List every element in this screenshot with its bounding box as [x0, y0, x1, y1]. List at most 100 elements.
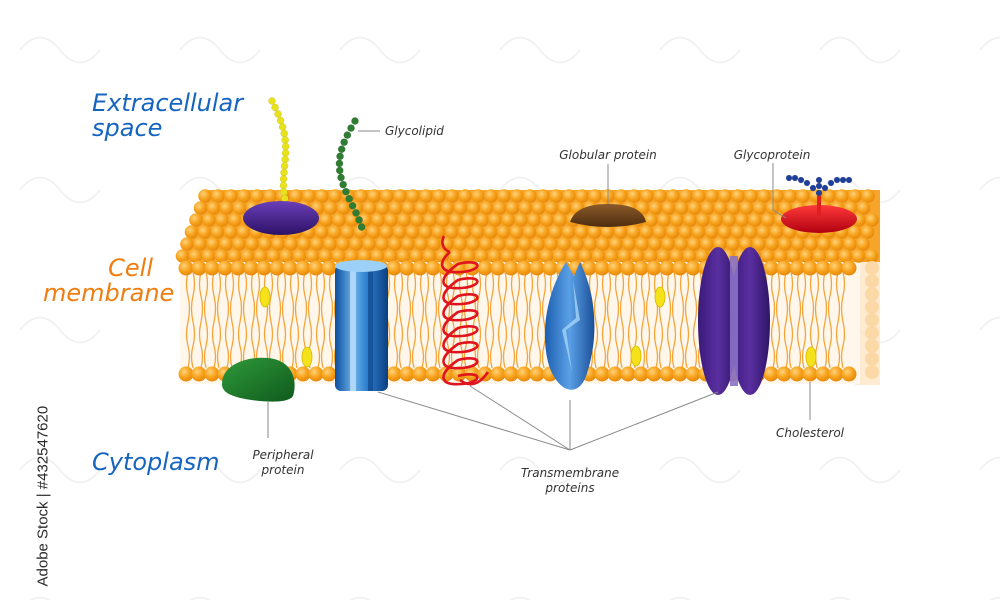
- lipid-head: [425, 366, 441, 382]
- lipid-head: [549, 189, 563, 203]
- lipid-head: [323, 201, 338, 215]
- lipid-head: [336, 201, 351, 215]
- lipid-head: [323, 237, 337, 251]
- lipid-head: [630, 249, 645, 263]
- lipid-tail: [510, 271, 516, 323]
- lipid-head: [633, 260, 649, 276]
- lipid-tail: [320, 321, 326, 369]
- lipid-head: [588, 189, 602, 203]
- lipid-head: [191, 366, 207, 382]
- lipid-head: [271, 237, 285, 251]
- lipid-head: [791, 237, 805, 251]
- lipid-head: [289, 189, 303, 203]
- lipid-head: [425, 260, 441, 276]
- lipid-head: [204, 366, 220, 382]
- lipid-head: [535, 225, 550, 239]
- lipid-head: [731, 189, 745, 203]
- lipid-head: [184, 225, 199, 239]
- lipid-head: [375, 201, 390, 215]
- lipid-head: [393, 189, 407, 203]
- lipid-head: [419, 189, 433, 203]
- lipid-head: [679, 189, 693, 203]
- lipid-head: [704, 225, 719, 239]
- lipid-head: [487, 249, 502, 263]
- lipid-head: [640, 189, 654, 203]
- lipid-head: [383, 249, 398, 263]
- lipid-head: [617, 249, 632, 263]
- lipid-head: [477, 260, 493, 276]
- lipid-tail: [268, 271, 274, 323]
- lipid-tail: [393, 271, 399, 323]
- lipid-head: [327, 225, 342, 239]
- lipid-tail: [619, 271, 625, 323]
- lipid-tail: [289, 271, 295, 323]
- lipid-head: [295, 366, 311, 382]
- lipid-head: [215, 213, 229, 227]
- helix-coil: [440, 251, 479, 386]
- lipid-head: [475, 213, 489, 227]
- lipid-head: [633, 366, 649, 382]
- lipid-head: [685, 260, 701, 276]
- sugar-bead: [279, 188, 288, 196]
- lipid-head: [211, 189, 225, 203]
- lipid-tail: [211, 271, 217, 323]
- lipid-tail: [523, 271, 529, 323]
- lipid-head: [282, 260, 298, 276]
- lipid-tail: [606, 271, 612, 323]
- lipid-head: [531, 237, 545, 251]
- lipid-tail: [198, 271, 204, 323]
- lipid-tail: [302, 271, 308, 323]
- lipid-tail: [406, 271, 412, 323]
- lipid-tail: [684, 321, 690, 369]
- sugar-bead: [815, 182, 823, 190]
- lipid-head: [748, 213, 762, 227]
- lipid-heads-top-surface: [175, 189, 879, 263]
- sugar-bead: [821, 184, 829, 192]
- lipid-head: [401, 201, 416, 215]
- lipid-head: [648, 237, 662, 251]
- watermark-squiggle: [819, 456, 901, 484]
- lipid-tail: [801, 321, 807, 369]
- lipid-tail: [528, 271, 534, 323]
- lipid-head: [527, 213, 541, 227]
- lipid-head: [570, 237, 584, 251]
- lipid-tail: [809, 271, 815, 323]
- sugar-bead: [815, 176, 823, 184]
- lipid-tail: [614, 321, 620, 369]
- peripheral-protein: [222, 357, 295, 402]
- lipid-head: [470, 225, 485, 239]
- lipid-head: [297, 237, 311, 251]
- lipid-head: [561, 225, 576, 239]
- lipid-tail: [814, 271, 820, 323]
- alpha-helix-protein: [440, 235, 490, 386]
- lipid-head: [399, 260, 415, 276]
- lipid-tail: [190, 271, 196, 323]
- cytoplasm-title: Cytoplasm: [92, 448, 220, 476]
- lipid-head: [627, 189, 641, 203]
- lipid-head: [310, 237, 324, 251]
- lipid-tail: [653, 321, 659, 369]
- sugar-bead: [809, 184, 817, 192]
- sugar-bead: [274, 110, 282, 118]
- lipid-head: [445, 189, 459, 203]
- lipid-head: [674, 201, 689, 215]
- lipid-tail: [528, 321, 534, 369]
- lipid-head: [778, 237, 792, 251]
- lipid-head: [232, 237, 246, 251]
- lipid-head: [865, 274, 879, 288]
- lipid-head: [861, 189, 875, 203]
- lipid-head: [607, 366, 623, 382]
- lipid-head: [366, 225, 381, 239]
- lipid-tail: [203, 271, 209, 323]
- lipid-head: [865, 365, 879, 379]
- cholesterol-molecule: [301, 346, 313, 368]
- lipid-head: [815, 366, 831, 382]
- lipid-head: [474, 249, 489, 263]
- lipid-tail: [502, 321, 508, 369]
- lipid-tail: [424, 321, 430, 369]
- lipid-head: [666, 189, 680, 203]
- lipid-head: [440, 201, 455, 215]
- lipid-head: [423, 213, 437, 227]
- sugar-bead: [803, 179, 811, 187]
- lipid-head: [483, 225, 498, 239]
